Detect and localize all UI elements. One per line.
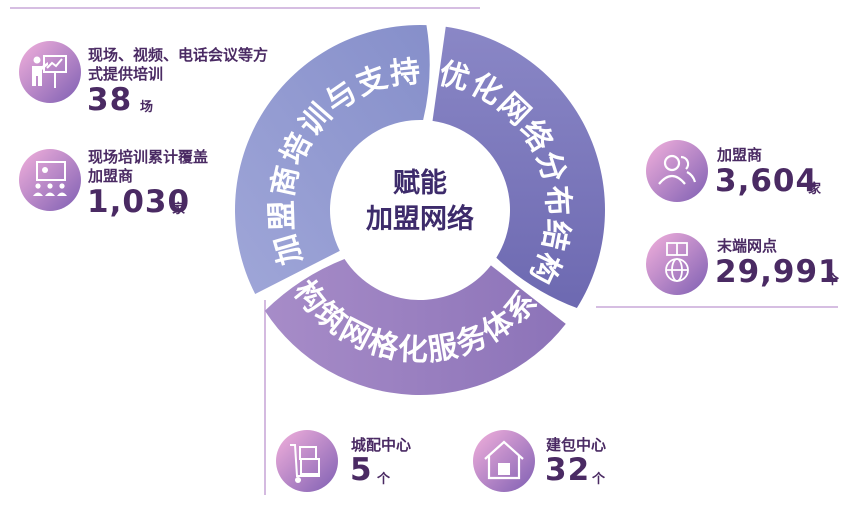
icon-classroom [19, 149, 81, 211]
stat-terminal-outlets-label: 末端网点 [717, 237, 778, 255]
hand-truck-boxes-icon [276, 430, 338, 492]
center-title-line1: 赋能 [393, 167, 447, 199]
stat-packing-center-unit: 个 [592, 472, 606, 487]
stat-terminal-outlets-value: 29,991 [715, 254, 841, 290]
stat-coverage-label-line1: 现场培训累计覆盖 [88, 148, 209, 166]
warehouse-box-icon [473, 430, 535, 492]
icon-trainer-presentation [19, 41, 81, 103]
ring-segment-network-structure [432, 26, 605, 309]
icon-globe-network [646, 233, 708, 295]
stat-training-sessions-unit: 场 [140, 100, 154, 115]
center-title-line2: 加盟网络 [366, 203, 474, 235]
stat-city-distribution-label: 城配中心 [351, 436, 412, 454]
stat-franchisees-label: 加盟商 [717, 146, 763, 164]
ring-diagram [234, 24, 605, 395]
stat-packing-center-label: 建包中心 [546, 436, 607, 454]
icon-warehouse [473, 430, 535, 492]
stat-training-sessions-label-line2: 式提供培训 [88, 65, 164, 83]
stat-coverage-label-line2: 加盟商 [88, 167, 134, 185]
stat-city-distribution-unit: 个 [377, 472, 391, 487]
ring-segment-grid-service [264, 259, 566, 395]
stat-city-distribution-value: 5 [350, 452, 373, 488]
stat-terminal-outlets-unit: 个 [826, 273, 840, 288]
stat-training-sessions-label-line1: 现场、视频、电话会议等方 [88, 46, 269, 64]
stat-training-sessions-value: 38 [87, 82, 133, 118]
connector-lines [10, 7, 838, 495]
stat-packing-center-value: 32 [545, 452, 591, 488]
stat-coverage-unit: 家 [172, 202, 186, 217]
stat-franchisees-value: 3,604 [715, 163, 819, 199]
globe-network-icon [646, 233, 708, 295]
icon-people [646, 140, 708, 202]
ring-segment-training [234, 24, 430, 294]
stat-coverage-value: 1,030 [87, 184, 191, 220]
icon-hand-truck [276, 430, 338, 492]
people-icon [646, 140, 708, 202]
stat-franchisees-unit: 家 [808, 182, 822, 197]
